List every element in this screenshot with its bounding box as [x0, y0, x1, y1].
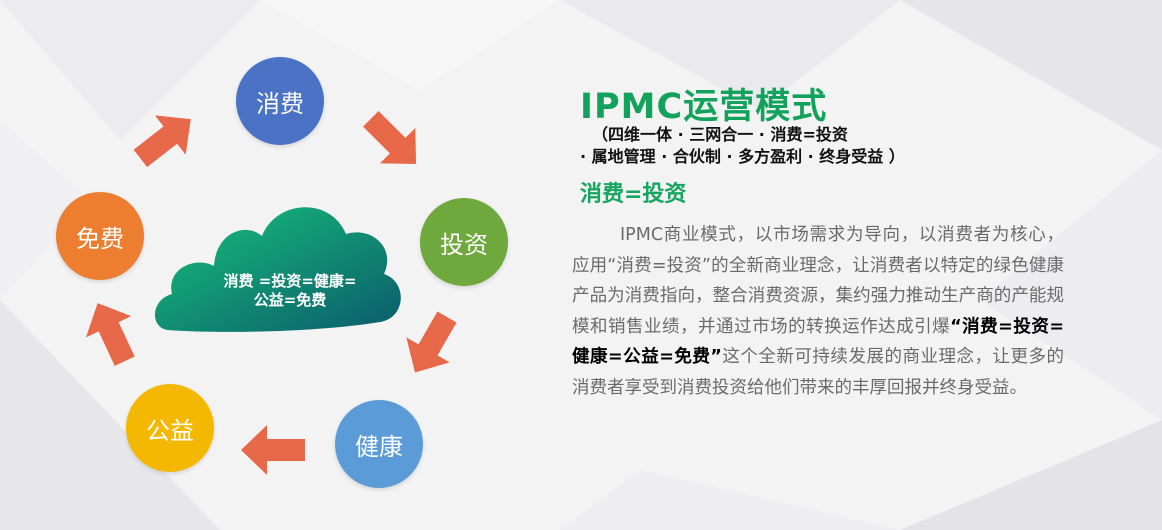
- node-free: 免费: [56, 192, 144, 280]
- arrow-free-to-consume: [133, 115, 191, 168]
- cloud-caption-line2: 公益=免费: [253, 291, 327, 309]
- subtitle-line2: · 属地管理 · 合伙制 · 多方盈利 · 终身受益 ）: [580, 147, 905, 166]
- subtitle: （四维一体 · 三网合一 · 消费=投资 · 属地管理 · 合伙制 · 多方盈利…: [580, 124, 1050, 168]
- cloud-shape: [154, 207, 401, 332]
- node-invest: 投资: [420, 198, 508, 286]
- cloud-caption: 消费 =投资=健康= 公益=免费: [190, 272, 390, 310]
- node-health-label: 健康: [355, 432, 403, 461]
- arrow-welfare-to-free: [85, 303, 135, 366]
- node-health: 健康: [335, 400, 423, 488]
- body-text-part1: IPMC商业模式，以市场需求为导向，以消费者为核心，应用“消费=投资”的全新商业…: [572, 225, 1064, 337]
- arrow-consume-to-invest: [363, 111, 417, 165]
- node-consume-label: 消费: [256, 89, 304, 118]
- body-paragraph: IPMC商业模式，以市场需求为导向，以消费者为核心，应用“消费=投资”的全新商业…: [572, 220, 1064, 403]
- node-welfare-label: 公益: [146, 416, 194, 445]
- arrow-health-to-welfare: [241, 425, 305, 475]
- node-consume: 消费: [236, 57, 324, 145]
- cloud-caption-line1: 消费 =投资=健康=: [223, 272, 357, 290]
- body-text-part2: 这个全新可持续发展的商业理念，让更多的消费者享受到消费投资给他们带来的丰厚回报并…: [572, 347, 1065, 398]
- body-emphasis: “消费=投资=健康=公益=免费”: [572, 316, 1065, 368]
- section-heading: 消费=投资: [580, 182, 687, 207]
- arrow-invest-to-health: [406, 311, 457, 373]
- cycle-diagram: [85, 111, 457, 475]
- node-welfare: 公益: [126, 384, 214, 472]
- node-free-label: 免费: [76, 224, 124, 253]
- node-invest-label: 投资: [440, 230, 488, 259]
- page-title: IPMC运营模式: [580, 87, 828, 127]
- subtitle-line1: （四维一体 · 三网合一 · 消费=投资: [592, 125, 848, 144]
